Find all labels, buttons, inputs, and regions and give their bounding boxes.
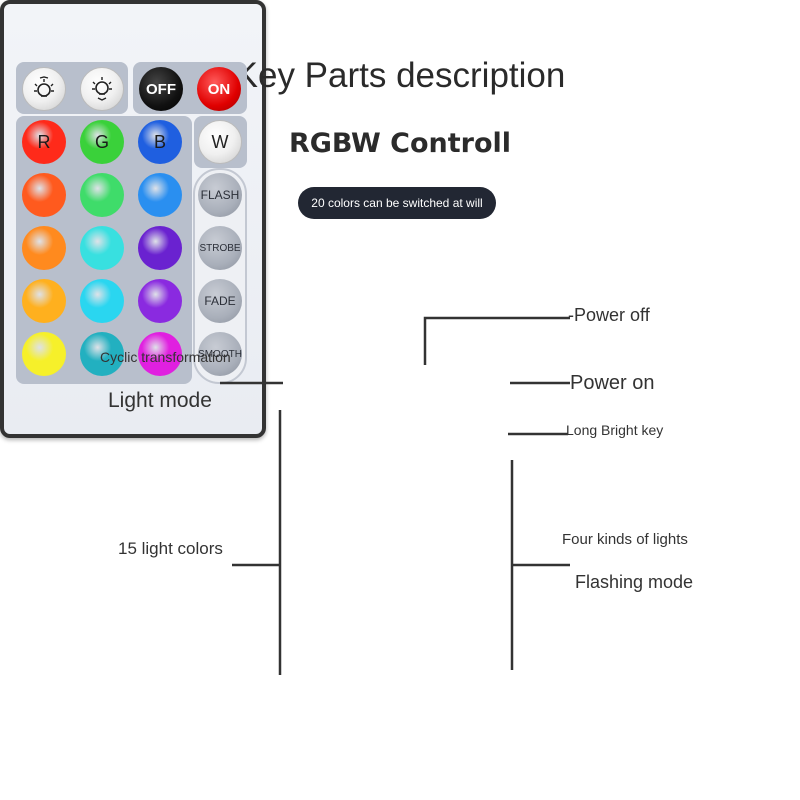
flash-button-label: STROBE <box>199 242 241 254</box>
color-button-label: R <box>37 131 51 152</box>
mode-up-button[interactable] <box>22 67 66 111</box>
color-button[interactable] <box>80 279 124 323</box>
bulb-cycle-up-icon <box>34 76 54 97</box>
color-button-b[interactable]: B <box>138 120 182 164</box>
label-cyclic: Cyclic transformation <box>100 349 231 365</box>
feature-pill: 20 colors can be switched at will <box>298 187 496 219</box>
color-button-label: G <box>94 131 109 152</box>
flash-button-smooth[interactable]: SMOOTH <box>198 332 242 376</box>
color-button[interactable] <box>138 226 182 270</box>
color-button[interactable] <box>138 173 182 217</box>
w-label: W <box>211 131 229 152</box>
color-button-g[interactable]: G <box>80 120 124 164</box>
page-subtitle: RGBW Controll <box>288 128 512 159</box>
flash-button-flash[interactable]: FLASH <box>198 173 242 217</box>
flash-button-fade[interactable]: FADE <box>198 279 242 323</box>
color-button[interactable] <box>138 279 182 323</box>
label-power-on: Power on <box>570 372 655 394</box>
color-button-r[interactable]: R <box>22 120 66 164</box>
power-on-button[interactable]: ON <box>197 67 241 111</box>
color-button-label: B <box>153 131 166 152</box>
label-light-mode: Light mode <box>108 389 212 412</box>
flash-button-label: FADE <box>204 294 236 308</box>
label-four-kinds: Four kinds of lights <box>562 531 688 548</box>
color-button[interactable] <box>22 279 66 323</box>
label-light-colors: 15 light colors <box>118 539 223 558</box>
color-button[interactable] <box>80 173 124 217</box>
bulb-cycle-down-icon <box>92 77 112 101</box>
remote-control: OFF ON W R G B FLASH STROBE FADE SMOOTH <box>0 0 266 438</box>
label-long-bright: Long Bright key <box>566 422 664 438</box>
mode-down-button[interactable] <box>80 67 124 111</box>
label-power-off: -Power off <box>568 305 650 325</box>
color-button[interactable] <box>138 332 182 376</box>
w-button[interactable]: W <box>198 120 242 164</box>
power-off-button[interactable]: OFF <box>139 67 183 111</box>
page-title: Key Parts description <box>234 56 566 95</box>
color-button[interactable] <box>22 332 66 376</box>
color-button[interactable] <box>80 332 124 376</box>
flash-button-label: SMOOTH <box>198 348 242 360</box>
flash-button-strobe[interactable]: STROBE <box>198 226 242 270</box>
color-button[interactable] <box>22 173 66 217</box>
label-flashing-mode: Flashing mode <box>575 572 694 592</box>
color-button[interactable] <box>22 226 66 270</box>
power-off-leader <box>423 316 570 365</box>
color-button[interactable] <box>80 226 124 270</box>
flash-button-label: FLASH <box>200 188 240 202</box>
